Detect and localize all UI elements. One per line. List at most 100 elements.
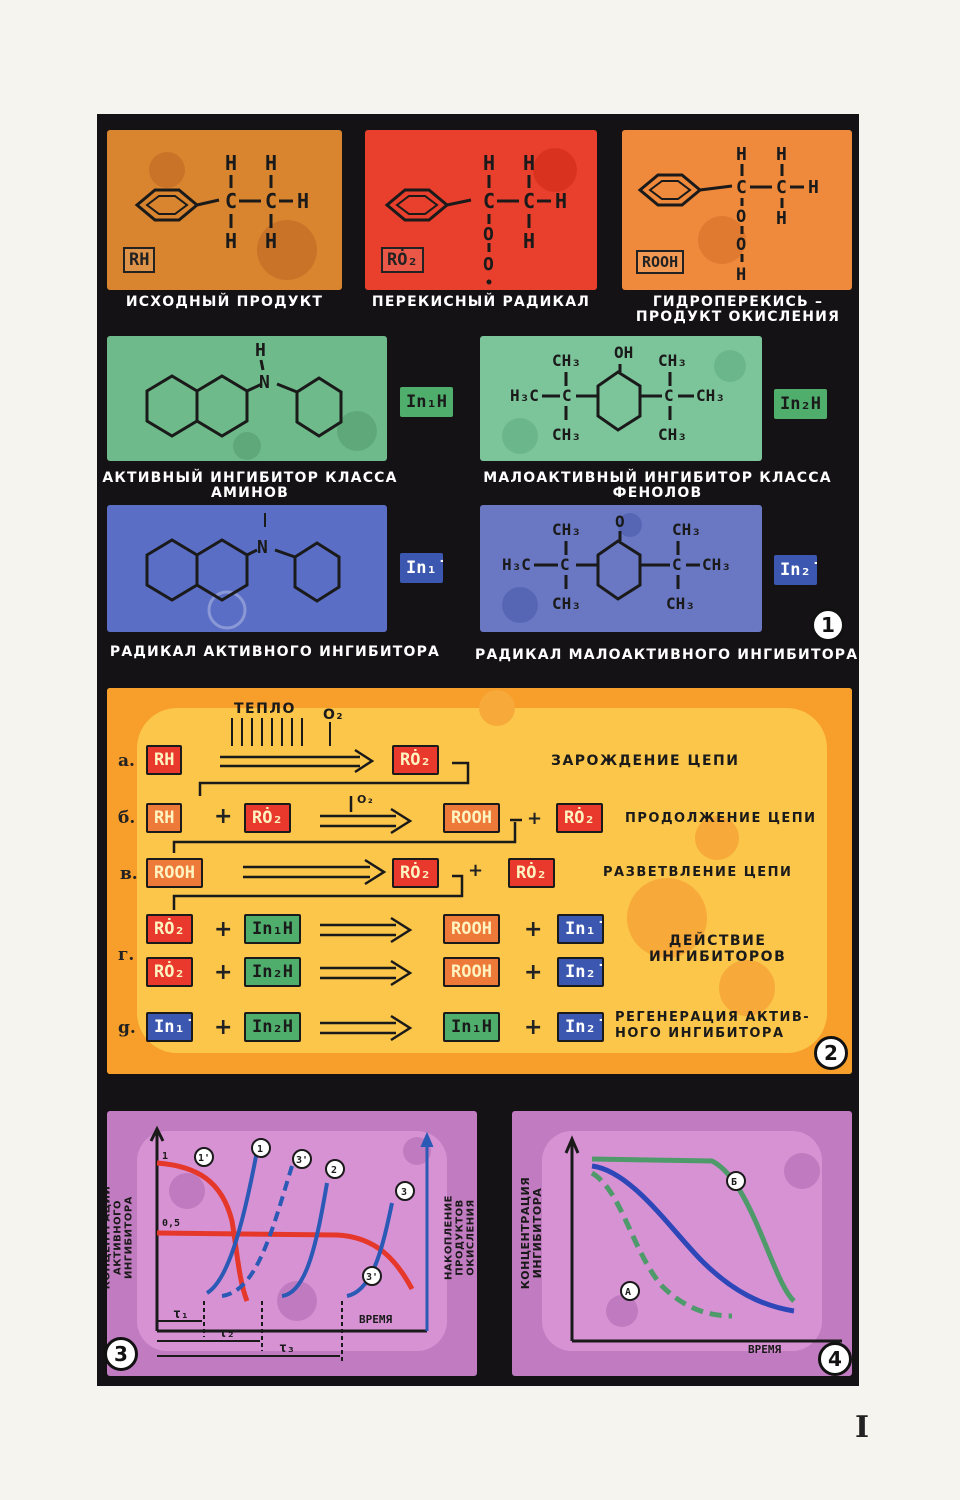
atom-h: H	[225, 151, 237, 175]
in2h-structure-svg: CH₃ OH CH₃ H₃C C CH₃ C CH₃ CH₃	[502, 343, 746, 454]
atom-h: H	[255, 340, 266, 361]
panel-number-2: 2	[814, 1036, 848, 1070]
series-mark-a: А	[625, 1287, 631, 1298]
atom-ch3: CH₃	[702, 555, 731, 574]
rooh-formula-box: ROOH	[636, 250, 685, 274]
reaction-letter-v: в.	[120, 864, 138, 884]
atom-c: C	[483, 189, 495, 213]
rh-structure-svg: H H C C H H H	[134, 151, 317, 280]
in2h-caption: МАЛОАКТИВНЫЙ ИНГИБИТОР КЛАССА ФЕНОЛОВ	[483, 470, 832, 501]
in1-radical-caption: РАДИКАЛ АКТИВНОГО ИНГИБИТОРА	[109, 644, 441, 660]
atom-n: N	[257, 537, 268, 558]
atom-ch3: CH₃	[552, 351, 581, 370]
atom-o: O	[483, 254, 494, 275]
series-mark: 2	[331, 1165, 337, 1176]
reaction-letter-g: г.	[118, 945, 135, 965]
atom-h: H	[297, 189, 309, 213]
label-branching: РАЗВЕТВЛЕНИЕ ЦЕПИ	[603, 865, 793, 880]
atom-h: H	[225, 229, 237, 253]
in2-radical-caption: РАДИКАЛ МАЛОАКТИВНОГО ИНГИБИТОРА	[475, 647, 859, 663]
scheme-rooh: ROOH	[443, 803, 500, 833]
plus-sign: +	[524, 1015, 543, 1040]
rooh-structure-svg: H H C C H H O O H	[637, 144, 819, 285]
atom-c: C	[776, 177, 787, 198]
plus-sign: +	[524, 960, 543, 985]
in1-radical-formula-tag: In₁̇	[400, 553, 443, 583]
oxygen-label-b: O₂	[357, 793, 375, 806]
x-axis-label: ВРЕМЯ	[359, 1313, 392, 1326]
reaction-letter-a: а.	[118, 751, 135, 771]
scheme-rooh: ROOH	[146, 858, 203, 888]
rh-formula-box: RH	[123, 247, 156, 273]
y-axis-label-right: НАКОПЛЕНИЕ ПРОДУКТОВ ОКИСЛЕНИЯ	[443, 1195, 477, 1280]
in2-radical-structure-svg: CH₃ O CH₃ H₃C C CH₃ C CH₃ CH₃	[502, 512, 731, 623]
rooh-caption: ГИДРОПЕРЕКИСЬ – ПРОДУКТ ОКИСЛЕНИЯ	[635, 294, 841, 325]
plus-sign: +	[214, 960, 233, 985]
atom-c: C	[736, 177, 747, 198]
structure-panel-ro2: H H C C H O O H RȮ₂	[365, 130, 597, 290]
reaction-letter-b: б.	[118, 808, 136, 828]
atom-h: H	[808, 177, 819, 198]
in1h-caption: АКТИВНЫЙ ИНГИБИТОР КЛАССА АМИНОВ	[102, 470, 398, 501]
in2h-formula-tag: In₂H	[774, 389, 827, 419]
structure-panel-in2h: CH₃ OH CH₃ H₃C C CH₃ C CH₃ CH₃	[480, 336, 762, 461]
atom-n: N	[259, 372, 270, 393]
plus-sign: +	[214, 917, 233, 942]
label-initiation: ЗАРОЖДЕНИЕ ЦЕПИ	[551, 753, 740, 769]
panel-number-1: 1	[811, 608, 845, 642]
oxygen-label-a: O₂	[323, 707, 345, 723]
series-mark: 3'	[296, 1155, 308, 1166]
atom-c: C	[672, 555, 682, 574]
scheme-ro2: RȮ₂	[508, 858, 555, 888]
ytick-05: 0,5	[162, 1218, 180, 1229]
scheme-ro2: RȮ₂	[556, 803, 603, 833]
atom-ch3: CH₃	[552, 425, 581, 444]
atom-h: H	[776, 208, 787, 229]
y-axis-label: КОНЦЕНТРАЦИЯ ИНГИБИТОРА	[519, 1176, 544, 1290]
label-propagation: ПРОДОЛЖЕНИЕ ЦЕПИ	[625, 811, 817, 826]
series-mark-b: Б	[731, 1177, 737, 1188]
atom-c: C	[664, 386, 674, 405]
scheme-rh: RH	[146, 803, 183, 833]
ro2-structure-svg: H H C C H O O H	[384, 148, 577, 285]
plus-sign: +	[468, 860, 484, 881]
atom-h: H	[523, 151, 535, 175]
tau-2: τ₂	[219, 1326, 235, 1341]
chart-panel-3: 1 0,5 1' 1 3' 2 3 3' τ₁ τ₂ τ₃ ВРЕМЯ КОНЦ…	[107, 1111, 477, 1376]
curve-1-prime	[156, 1160, 250, 1302]
scheme-in2h: In₂H	[244, 957, 301, 987]
scheme-in2-radical: In₂̇	[557, 957, 604, 987]
atom-h: H	[776, 144, 787, 165]
scheme-ro2: RȮ₂	[392, 745, 439, 775]
scheme-in2-radical: In₂̇	[557, 1012, 604, 1042]
atom-ch3: CH₃	[658, 425, 687, 444]
curve-a	[591, 1163, 795, 1314]
atom-c: C	[523, 189, 535, 213]
atom-h: H	[523, 229, 535, 253]
panel-number-4: 4	[818, 1342, 852, 1376]
scheme-in1-radical: In₁̇	[146, 1012, 193, 1042]
ytick-1: 1	[162, 1151, 168, 1162]
ro2-caption: ПЕРЕКИСНЫЙ РАДИКАЛ	[371, 294, 591, 310]
scheme-ro2: RȮ₂	[392, 858, 439, 888]
atom-h: H	[483, 151, 495, 175]
series-mark: 3	[401, 1187, 407, 1198]
atom-oh: OH	[614, 343, 633, 362]
series-mark: 1	[257, 1144, 263, 1155]
label-regeneration: РЕГЕНЕРАЦИЯ АКТИВ- НОГО ИНГИБИТОРА	[615, 1010, 811, 1041]
atom-ch3: CH₃	[552, 520, 581, 539]
heat-label: ТЕПЛО	[234, 701, 296, 717]
scheme-ro2: RȮ₂	[244, 803, 291, 833]
series-mark: 1'	[198, 1153, 210, 1164]
atom-ch3: CH₃	[552, 594, 581, 613]
atom-ch3: CH₃	[672, 520, 701, 539]
atom-ch3: CH₃	[666, 594, 695, 613]
plus-sign: +	[524, 917, 543, 942]
scheme-in1h: In₁H	[443, 1012, 500, 1042]
panel-number-3: 3	[104, 1337, 138, 1371]
atom-c: C	[560, 555, 570, 574]
scheme-in1-radical: In₁̇	[557, 914, 604, 944]
atom-h: H	[265, 229, 277, 253]
scheme-ro2: RȮ₂	[146, 914, 193, 944]
atom-h: H	[736, 265, 746, 285]
